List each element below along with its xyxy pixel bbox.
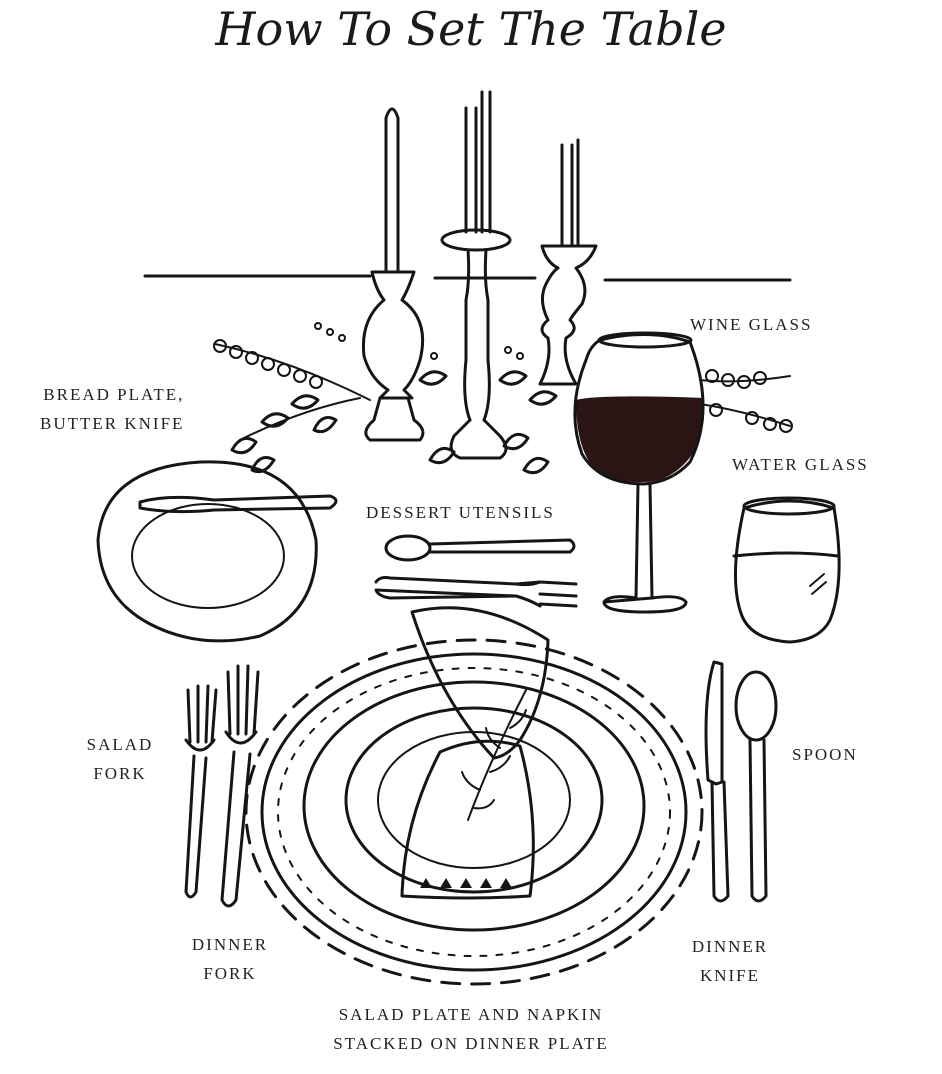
- label-salad-fork: SALAD FORK: [80, 730, 160, 788]
- dessert-fork: [374, 576, 578, 608]
- spoon-drawing: [734, 670, 778, 903]
- label-dinner-fork: DINNER FORK: [180, 930, 280, 988]
- label-dinner-knife: DINNER KNIFE: [680, 932, 780, 990]
- candlestick-left: [361, 107, 425, 442]
- label-wine-glass: WINE GLASS: [690, 315, 813, 334]
- water-glass: [732, 496, 841, 644]
- label-dessert-utensils: DESSERT UTENSILS: [366, 503, 555, 522]
- label-salad-fork-line2: FORK: [93, 764, 147, 783]
- dinner-knife-drawing: [704, 660, 730, 903]
- napkin: [400, 606, 550, 900]
- label-dinner-knife-line1: DINNER: [691, 937, 769, 956]
- label-dinner-fork-line2: FORK: [203, 964, 257, 983]
- dinner-fork-drawing: [220, 664, 260, 908]
- label-bread-plate-line1: BREAD PLATE,: [43, 385, 185, 404]
- label-dinner-fork-line1: DINNER: [191, 935, 269, 954]
- label-plates-line1: SALAD PLATE AND NAPKIN: [338, 1005, 604, 1024]
- label-spoon: SPOON: [792, 745, 858, 764]
- label-dinner-knife-line2: KNIFE: [699, 966, 761, 985]
- bread-plate: [96, 460, 318, 643]
- wine-glass: [573, 331, 705, 614]
- candlestick-center: [440, 90, 512, 460]
- dinner-plate: [302, 680, 646, 932]
- charger-plate: [244, 638, 704, 986]
- foliage-garland: [213, 322, 793, 475]
- label-salad-fork-line1: SALAD: [86, 735, 154, 754]
- candlestick-right: [538, 138, 598, 386]
- label-bread-plate-line2: BUTTER KNIFE: [40, 414, 185, 433]
- dessert-spoon: [384, 534, 576, 562]
- butter-knife: [138, 494, 338, 514]
- label-water-glass: WATER GLASS: [732, 455, 869, 474]
- label-plates: SALAD PLATE AND NAPKIN STACKED ON DINNER…: [271, 1000, 671, 1058]
- salad-fork-drawing: [184, 684, 218, 899]
- label-bread-plate: BREAD PLATE, BUTTER KNIFE: [40, 380, 184, 438]
- label-plates-line2: STACKED ON DINNER PLATE: [333, 1034, 609, 1053]
- page-title: How To Set The Table: [215, 2, 727, 56]
